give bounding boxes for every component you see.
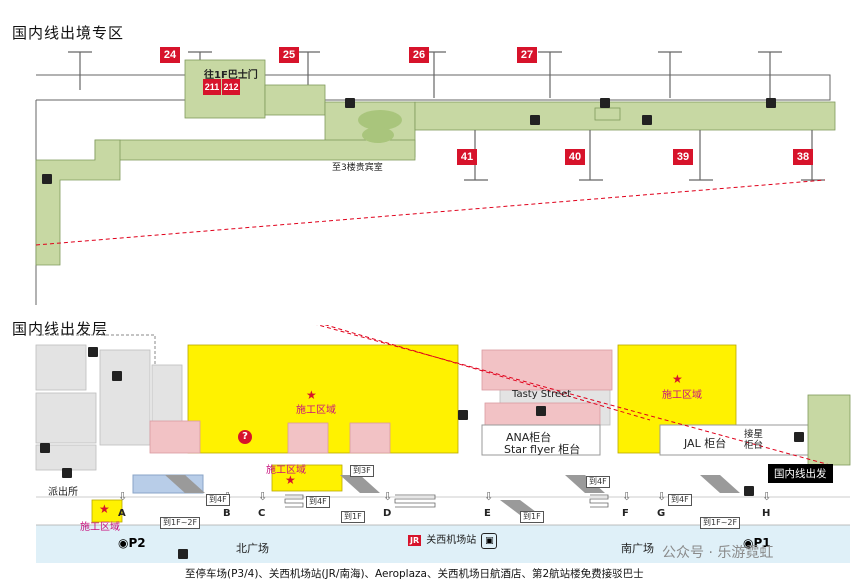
door-a: A <box>118 508 126 519</box>
door-c: C <box>258 508 266 519</box>
floor-tag: 到4F <box>206 494 230 506</box>
construction-label-1: 施工区域 <box>296 405 336 416</box>
arrow-down-icon: ⇩ <box>258 490 268 503</box>
floor-tag: 到4F <box>306 496 330 508</box>
bus-gate-211: 211 <box>203 79 221 95</box>
gate-38-badge: 38 <box>793 149 813 165</box>
elevator-icon <box>600 98 610 108</box>
arrow-down-icon: ⇩ <box>383 490 393 503</box>
arrow-down-icon: ⇩ <box>484 490 494 503</box>
restroom-icon <box>88 347 98 357</box>
parking-p1-label: P1 <box>753 536 771 550</box>
gate-25-badge: 25 <box>279 47 299 63</box>
bus-gate-label: 往1F巴士门 <box>204 70 258 81</box>
train-icon: ▣ <box>481 533 498 549</box>
door-h: H <box>762 508 771 519</box>
security-icon <box>62 468 72 478</box>
station-block: JR 关西机场站 ▣ <box>408 528 498 549</box>
police-box-label: 派出所 <box>48 487 78 498</box>
elevator-icon <box>794 432 804 442</box>
elevator-icon <box>42 174 52 184</box>
gate-39-badge: 39 <box>673 149 693 165</box>
upper-floor-map <box>35 51 836 305</box>
watermark: 公众号 · 乐游霓虹 <box>662 545 774 561</box>
arrow-down-icon: ⇩ <box>657 490 667 503</box>
floor-tag: 到1F~2F <box>700 517 741 529</box>
construction-star-4: ★ <box>99 502 110 516</box>
parking-p2: ◉P2 <box>118 536 146 550</box>
floor-tag: 到1F <box>341 511 365 523</box>
door-g: G <box>657 508 666 519</box>
elevator-icon <box>744 486 754 496</box>
floor-tag: 到1F <box>520 511 544 523</box>
parking-p2-label: P2 <box>128 536 146 550</box>
ana-counter-label: ANA柜台 <box>506 431 552 444</box>
south-plaza-label: 南广场 <box>621 542 654 555</box>
shop-icon <box>530 115 540 125</box>
construction-label-3: 施工区域 <box>266 465 306 476</box>
shop-icon <box>642 115 652 125</box>
construction-label-2: 施工区域 <box>662 390 702 401</box>
restroom-icon <box>112 371 122 381</box>
floor-tag: 到4F <box>668 494 692 506</box>
info-icon: ? <box>238 430 252 444</box>
bus-gate-212: 212 <box>222 79 240 95</box>
gate-24-badge: 24 <box>160 47 180 63</box>
arrow-down-icon: ⇩ <box>622 490 632 503</box>
floor-tag: 到4F <box>586 476 610 488</box>
lower-floor-title: 国内线出发层 <box>12 320 109 338</box>
elevator-icon <box>345 98 355 108</box>
door-f: F <box>622 508 629 519</box>
lounge-label: 至3楼贵宾室 <box>332 163 383 173</box>
starflyer-counter-label: Star flyer 柜台 <box>504 443 581 456</box>
gate-40-badge: 40 <box>565 149 585 165</box>
tasty-street-label: Tasty Street <box>512 389 572 400</box>
construction-star-3: ★ <box>285 473 296 487</box>
elevator-icon <box>766 98 776 108</box>
door-e: E <box>484 508 491 519</box>
footer-destinations: 至停车场(P3/4)、关西机场站(JR/南海)、Aeroplaza、关西机场日航… <box>185 568 644 580</box>
jr-logo-icon: JR <box>408 535 422 546</box>
elevator-icon <box>458 410 468 420</box>
parking-p1: ◉P1 <box>743 536 771 550</box>
restroom-icon <box>536 406 546 416</box>
transfer-counter-label: 接星柜台 <box>744 429 764 451</box>
construction-star-2: ★ <box>672 372 683 386</box>
construction-star-1: ★ <box>306 388 317 402</box>
floor-tag: 到1F~2F <box>160 517 201 529</box>
arrow-down-icon: ⇩ <box>118 490 128 503</box>
gate-27-badge: 27 <box>517 47 537 63</box>
upper-floor-title: 国内线出境专区 <box>12 24 125 42</box>
jal-counter-label: JAL 柜台 <box>684 437 727 450</box>
gate-41-badge: 41 <box>457 149 477 165</box>
door-d: D <box>383 508 392 519</box>
station-label: 关西机场站 <box>426 535 477 546</box>
door-b: B <box>223 508 231 519</box>
domestic-departure-badge: 国内线出发 <box>768 464 833 483</box>
restroom-icon <box>178 549 188 559</box>
arrow-down-icon: ⇩ <box>762 490 772 503</box>
construction-label-4: 施工区域 <box>80 522 120 533</box>
north-plaza-label: 北广场 <box>236 542 269 555</box>
elevator-icon <box>40 443 50 453</box>
lower-floor-map <box>35 325 851 563</box>
floor-tag: 到3F <box>350 465 374 477</box>
gate-26-badge: 26 <box>409 47 429 63</box>
